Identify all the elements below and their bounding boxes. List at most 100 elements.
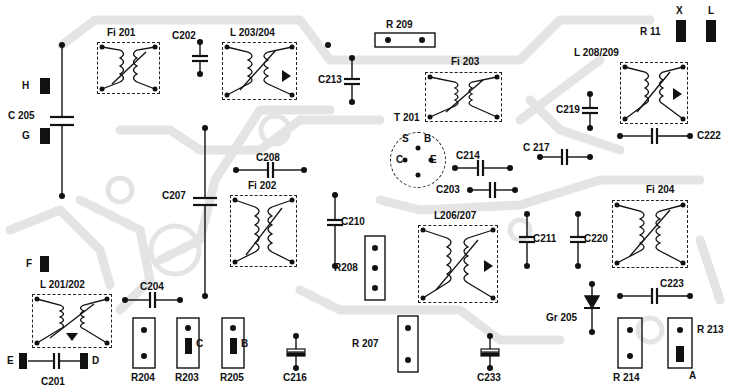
pad-name: C (196, 338, 203, 350)
resistor-body (222, 318, 244, 368)
part-name: C216 (283, 372, 307, 384)
coil-symbol (446, 80, 483, 112)
part-name: L 201/202 (40, 279, 85, 291)
solder-pad (185, 338, 192, 354)
part-name: Fi 201 (107, 27, 135, 39)
pin-dot (589, 329, 595, 335)
capacitor-symbol (154, 292, 156, 308)
pin-dot (687, 293, 693, 299)
core-marker (484, 260, 493, 272)
capacitor-symbol (327, 224, 343, 226)
capacitor-symbol (489, 182, 491, 198)
wire (657, 135, 690, 136)
solder-pad (676, 346, 684, 362)
pin-dot (122, 297, 128, 303)
wire (657, 295, 690, 296)
pin-dot (233, 167, 239, 173)
pin-dot (416, 146, 421, 151)
copper-trace (62, 20, 650, 60)
coil-symbol (637, 72, 670, 112)
pad-name: L (708, 5, 714, 17)
capacitor-symbol (50, 124, 74, 126)
solder-pad (80, 353, 88, 369)
capacitor-symbol (149, 292, 151, 308)
pin-dot (372, 285, 378, 291)
capacitor-symbol (477, 160, 479, 176)
shield-can: L 203/204 (222, 42, 297, 100)
pin-dot (230, 325, 236, 331)
pin-name: S (402, 133, 409, 145)
part-name: C213 (318, 74, 342, 86)
diode-symbol (584, 296, 600, 308)
wire (28, 360, 54, 361)
pin-dot (524, 211, 530, 217)
wire (483, 167, 510, 168)
coil-symbol (246, 208, 282, 255)
part-name: C208 (256, 152, 280, 164)
coil-symbol (436, 240, 478, 290)
coil-symbol (469, 77, 497, 117)
electrolytic-capacitor (287, 349, 305, 352)
capacitor-symbol (344, 78, 360, 80)
wire (204, 128, 205, 198)
wire (28, 42, 690, 368)
solder-pad (40, 78, 50, 94)
pin-dot (507, 165, 513, 171)
part-name: C211 (533, 233, 556, 245)
capacitor-symbol (267, 162, 269, 178)
diode-symbol (584, 307, 600, 309)
solder-pad (40, 256, 49, 272)
capacitor-symbol (582, 112, 598, 114)
pin-dot (512, 187, 518, 193)
copper-trace (520, 60, 600, 120)
part-name: C203 (436, 184, 460, 196)
pin-dot (349, 55, 355, 61)
wire (620, 135, 652, 136)
wire (526, 214, 527, 237)
solder-pad (230, 338, 237, 354)
part-name: C201 (41, 376, 65, 388)
coil-symbol (50, 304, 94, 338)
part-name: R 209 (386, 19, 413, 31)
pin-dot (197, 71, 203, 77)
pin-dot (627, 353, 633, 359)
electrolytic-capacitor (287, 349, 499, 356)
wire (567, 156, 590, 157)
pin-name: B (424, 133, 431, 145)
copper-pad-ring (261, 116, 289, 144)
wire (273, 169, 304, 170)
pin-dot (332, 192, 338, 198)
part-name: R204 (131, 372, 155, 384)
capacitor-symbol (570, 236, 586, 238)
capacitor-symbol (192, 60, 208, 62)
coil-symbol (81, 299, 108, 343)
core-marker (673, 88, 682, 100)
pin-dot (141, 327, 147, 333)
capacitor-symbol (53, 353, 55, 369)
part-name: C222 (697, 130, 721, 142)
pin-dot (419, 37, 425, 43)
copper-pad-ring (108, 178, 132, 202)
electrolytic-capacitor (287, 353, 305, 356)
part-name: C233 (477, 372, 501, 384)
part-name: R 213 (697, 324, 724, 336)
pin-dot (202, 293, 208, 299)
pin-dot (587, 154, 593, 160)
capacitor-symbol (656, 128, 658, 144)
capacitor-symbol (58, 353, 60, 369)
capacitor-symbol (582, 107, 598, 109)
capacitor-symbol (494, 182, 496, 198)
capacitor-symbol (570, 241, 586, 243)
pin-dot (617, 293, 623, 299)
capacitor-symbol (50, 116, 74, 118)
pin-name: E (430, 154, 437, 166)
part-name: L 203/204 (230, 27, 275, 39)
capacitor-symbol (344, 83, 360, 85)
pad-name: F (26, 258, 32, 270)
resistor-body (618, 318, 642, 368)
copper-trace (10, 20, 720, 340)
wire (59, 360, 80, 361)
part-name: C202 (172, 30, 196, 42)
shield-can: Fi 204 (612, 200, 688, 268)
